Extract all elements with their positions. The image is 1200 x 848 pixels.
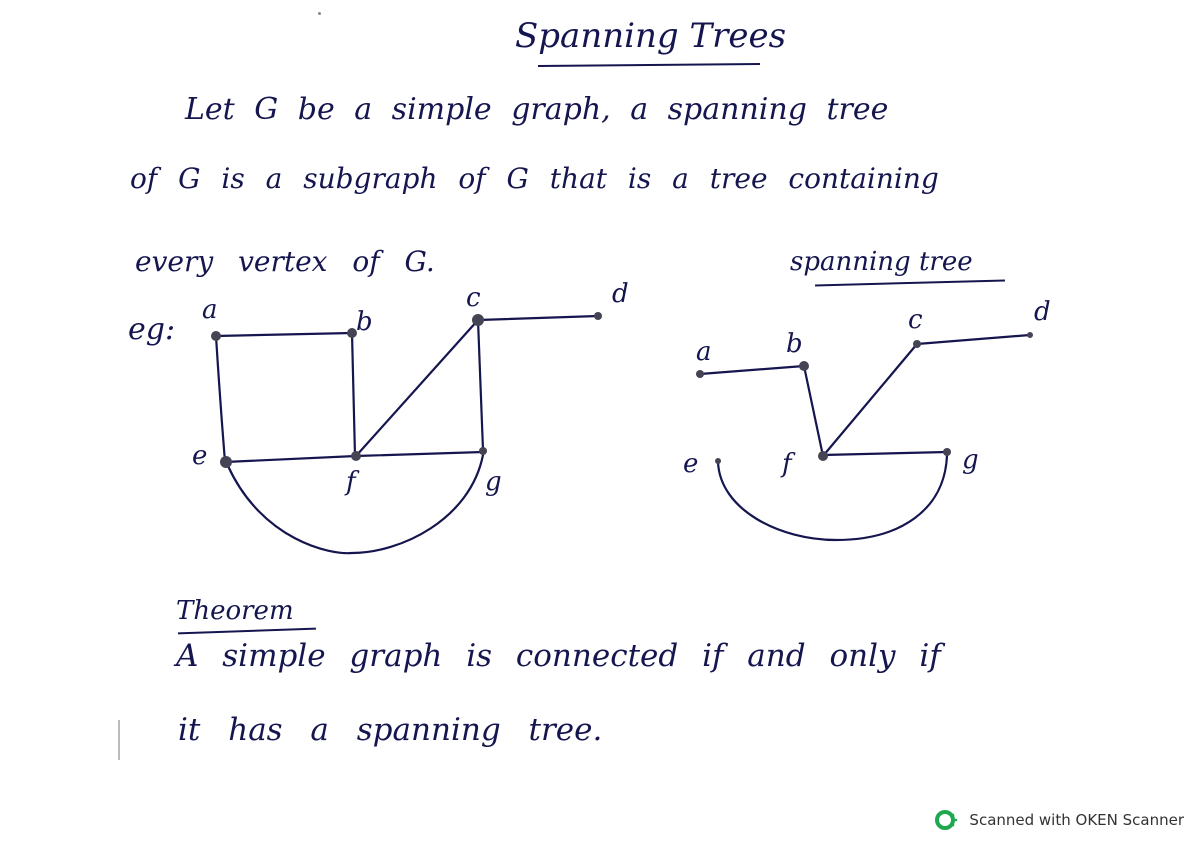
tree-edge-c-f — [821, 342, 919, 458]
tree-vertex-g — [943, 448, 951, 456]
edge-e-g — [226, 453, 485, 555]
tree-label-b: b — [786, 329, 803, 359]
scan-mark — [118, 720, 120, 760]
tree-vertex-a — [696, 370, 704, 378]
tree-edge-e-g — [716, 453, 949, 542]
theorem-title: Theorem — [176, 596, 294, 626]
spanning-tree-heading: spanning tree — [790, 247, 973, 277]
example-label: eg: — [128, 312, 176, 347]
tree-edge-f-g — [821, 450, 949, 457]
tree-vertex-e — [715, 458, 721, 464]
label-a: a — [202, 295, 218, 325]
tree-label-d: d — [1034, 297, 1051, 327]
definition-line-2: of G is a subgraph of G that is a tree c… — [130, 162, 939, 195]
vertex-c — [472, 314, 484, 326]
oken-logo-icon — [935, 810, 958, 830]
theorem-line-2: it has a spanning tree. — [178, 712, 603, 748]
page-title: Spanning Trees — [515, 16, 787, 56]
graph-G — [214, 314, 600, 555]
edge-b-f — [350, 331, 357, 458]
vertex-a — [211, 331, 221, 341]
tree-vertex-d — [1027, 332, 1033, 338]
scanner-watermark: Scanned with OKEN Scanner — [935, 808, 1184, 832]
edge-f-g — [354, 450, 485, 458]
watermark-text: Scanned with OKEN Scanner — [969, 811, 1184, 829]
label-f: f — [344, 467, 360, 497]
edge-c-f — [354, 318, 480, 458]
vertex-f — [351, 451, 361, 461]
label-d: d — [612, 279, 629, 309]
tree-label-f: f — [780, 449, 796, 479]
tree-label-g: g — [962, 445, 979, 475]
tree-edge-b-f — [802, 364, 825, 458]
tree-edge-c-d — [915, 333, 1032, 346]
tree-label-e: e — [683, 449, 698, 479]
spanning-tree-vertices — [696, 332, 1033, 464]
label-g: g — [485, 467, 502, 497]
tree-vertex-b — [799, 361, 809, 371]
edge-c-d — [476, 314, 600, 322]
label-b: b — [356, 307, 373, 337]
vertex-e — [220, 456, 232, 468]
tree-vertex-f — [818, 451, 828, 461]
tree-label-c: c — [908, 305, 923, 335]
scan-speck — [318, 12, 321, 15]
spanning-tree-graph — [698, 333, 1032, 542]
edge-a-b — [214, 331, 354, 338]
label-e: e — [192, 441, 207, 471]
edge-a-e — [214, 334, 227, 464]
edge-e-f — [223, 454, 358, 464]
graph-G-labels: a b c d e f g — [192, 279, 629, 497]
vertex-d — [594, 312, 602, 320]
edge-c-g — [476, 318, 485, 452]
spanning-tree-labels: a b c d e f g — [683, 297, 1051, 479]
graph-G-vertices — [211, 312, 602, 468]
vertex-g — [479, 447, 487, 455]
vertex-b — [347, 328, 357, 338]
label-c: c — [466, 283, 481, 313]
tree-vertex-c — [913, 340, 921, 348]
tree-label-a: a — [696, 337, 712, 367]
tree-edge-a-b — [698, 364, 806, 376]
definition-line-3: every vertex of G. — [135, 245, 435, 278]
theorem-line-1: A simple graph is connected if and only … — [176, 638, 941, 674]
definition-line-1: Let G be a simple graph, a spanning tree — [185, 92, 889, 127]
